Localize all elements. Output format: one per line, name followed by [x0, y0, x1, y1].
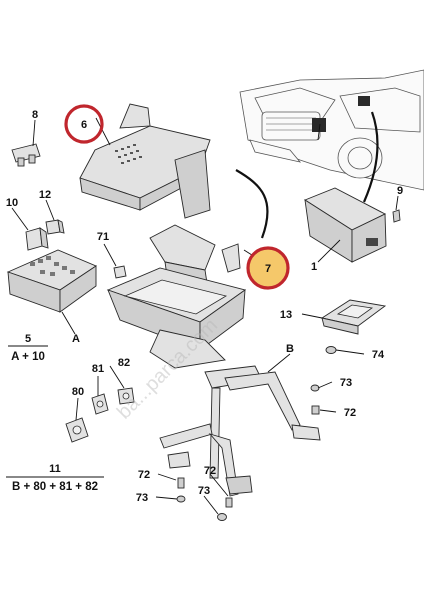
label-7: 7 — [265, 263, 271, 275]
label-6: 6 — [81, 119, 87, 131]
label-1: 1 — [311, 261, 317, 273]
label-73-right: 73 — [340, 377, 352, 389]
label-9: 9 — [397, 185, 403, 197]
part-9-screw — [392, 209, 401, 223]
label-72-right: 72 — [344, 407, 356, 419]
part-10-relay — [25, 227, 49, 251]
label-11: 11 — [49, 463, 61, 475]
label-72-center: 72 — [204, 465, 216, 477]
highlight-circle-6 — [64, 104, 104, 144]
formula-11: B + 80 + 81 + 82 — [12, 481, 98, 493]
part-B-frame — [159, 365, 321, 497]
label-81: 81 — [92, 363, 104, 375]
vehicle-front-view — [239, 69, 424, 191]
part-7-tray — [106, 224, 247, 369]
label-13: 13 — [280, 309, 292, 321]
formula-5: A + 10 — [11, 351, 45, 363]
label-10: 10 — [6, 197, 18, 209]
label-73-left: 73 — [136, 492, 148, 504]
label-71: 71 — [97, 231, 109, 243]
part-13-bracket — [320, 299, 387, 335]
label-B: B — [286, 343, 294, 355]
label-74: 74 — [372, 349, 385, 361]
label-12: 12 — [39, 189, 51, 201]
label-82: 82 — [118, 357, 130, 369]
part-1-module — [304, 187, 387, 263]
callout-curve-right — [362, 111, 379, 203]
highlight-circle-7 — [246, 246, 290, 290]
fasteners — [176, 384, 320, 521]
label-80: 80 — [72, 386, 84, 398]
part-A-fusebox — [6, 249, 97, 313]
leader-lines — [11, 117, 399, 515]
part-12-relay — [45, 219, 65, 235]
part-8-fuse — [11, 143, 41, 167]
part-6-cover — [79, 103, 211, 219]
part-71-clip — [113, 265, 127, 279]
part-74-nut — [325, 346, 337, 354]
label-72-left: 72 — [138, 469, 150, 481]
callout-curve-left — [235, 169, 269, 239]
label-A: A — [72, 333, 80, 345]
label-8: 8 — [32, 109, 38, 121]
part-82-clamp — [117, 387, 135, 405]
label-5: 5 — [25, 333, 31, 345]
part-80-clamp — [65, 417, 89, 443]
label-73-center: 73 — [198, 485, 210, 497]
part-81-clamp — [91, 393, 109, 415]
